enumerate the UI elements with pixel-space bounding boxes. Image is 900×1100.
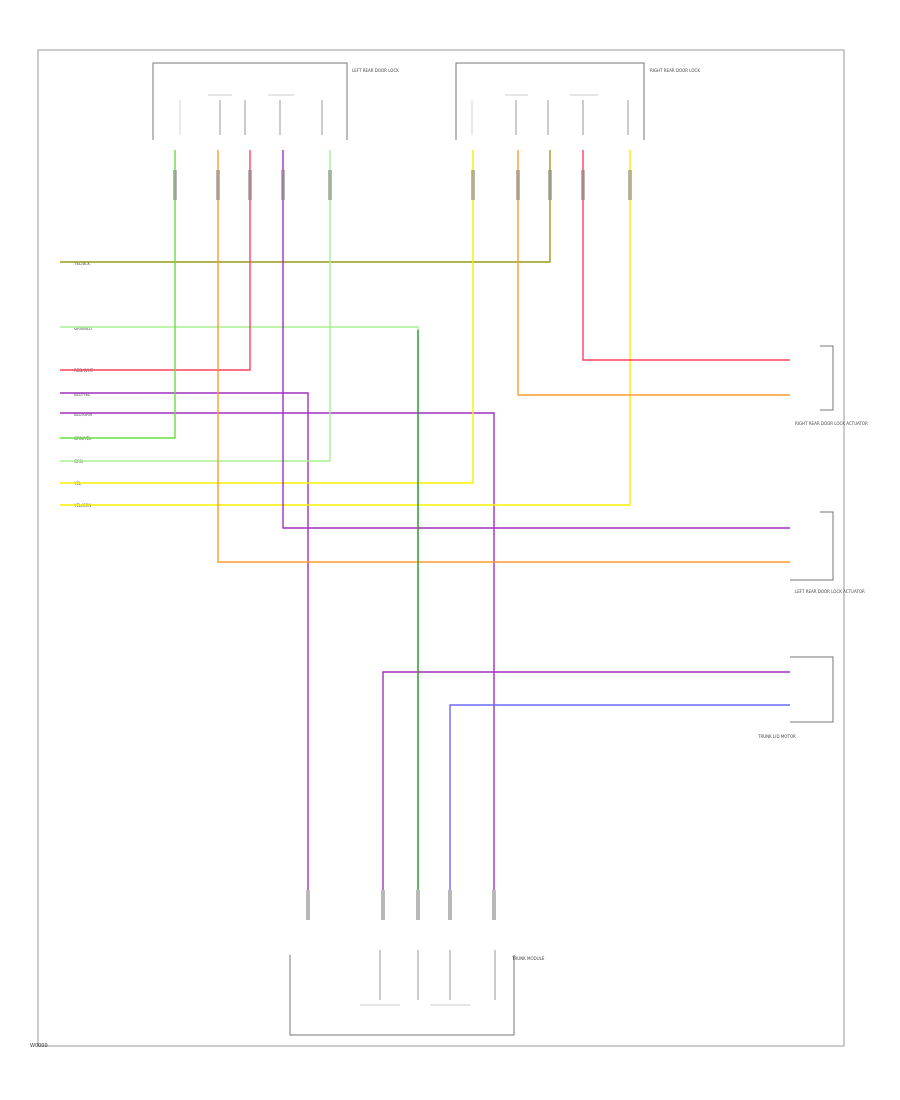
wire-grn [60, 150, 331, 462]
left-wire-labels: YEL/BLK GRN/BLU RED/WHT BLU/YEL BLU/GRN … [73, 261, 94, 508]
connector-bottom-4 [492, 890, 496, 920]
wire-blu-grn [60, 412, 495, 890]
trunk-lid-motor-label: TRUNK LID MOTOR [757, 734, 796, 739]
diagram-frame [37, 49, 845, 1047]
trunk-module-box: TRUNK MODULE [289, 950, 545, 1036]
wire-purple-a [282, 150, 790, 529]
wire-red-wht [60, 150, 251, 371]
connector-top-5 [471, 170, 475, 200]
left-rear-lock-label: LEFT REAR DOOR LOCK [352, 68, 399, 73]
wire-red-a [582, 150, 790, 361]
wire-blu-yel [60, 392, 309, 890]
trunk-lid-motor: TRUNK LID MOTOR [757, 656, 834, 739]
wire-yel [60, 150, 474, 484]
connector-top-8 [581, 170, 585, 200]
wire-label-0: YEL/BLK [73, 261, 91, 266]
wire-orange-b [217, 150, 790, 563]
right-rear-lock-box: RIGHT REAR DOOR LOCK [455, 62, 700, 140]
left-rear-actuator: LEFT REAR DOOR LOCK ACTUATOR [790, 511, 865, 594]
footer-code: W0000 [30, 1043, 48, 1049]
wires-group [60, 150, 790, 920]
wire-label-4: BLU/GRN [74, 412, 92, 417]
right-rear-actuator: RIGHT REAR DOOR LOCK ACTUATOR [795, 345, 868, 426]
wire-label-3: BLU/YEL [74, 392, 91, 397]
trunk-module-label: TRUNK MODULE [511, 956, 545, 961]
connector-top-6 [516, 170, 520, 200]
connector-top-0 [173, 170, 177, 200]
right-rear-lock-label: RIGHT REAR DOOR LOCK [650, 68, 700, 73]
connector-bottom-3 [448, 890, 452, 920]
wire-purple-b [382, 671, 790, 890]
wire-yel-grn [60, 150, 631, 506]
connector-top-9 [628, 170, 632, 200]
right-rear-actuator-label: RIGHT REAR DOOR LOCK ACTUATOR [795, 421, 868, 426]
connector-bottom-0 [306, 890, 310, 920]
connector-top-1 [216, 170, 220, 200]
wire-grn-blu [60, 326, 419, 890]
connector-bottom-2 [416, 890, 420, 920]
connector-top-2 [248, 170, 252, 200]
connector-bottom-1 [381, 890, 385, 920]
left-rear-lock-box: LEFT REAR DOOR LOCK [152, 62, 399, 140]
connector-top-7 [548, 170, 552, 200]
connector-top-3 [281, 170, 285, 200]
wire-grn-yel [60, 150, 176, 439]
wire-blue-b [449, 704, 790, 890]
wire-yel-blk [60, 150, 551, 263]
wire-label-1: GRN/BLU [74, 326, 92, 331]
left-rear-actuator-label: LEFT REAR DOOR LOCK ACTUATOR [795, 589, 865, 594]
connector-top-4 [328, 170, 332, 200]
wire-orange-a [517, 150, 790, 396]
